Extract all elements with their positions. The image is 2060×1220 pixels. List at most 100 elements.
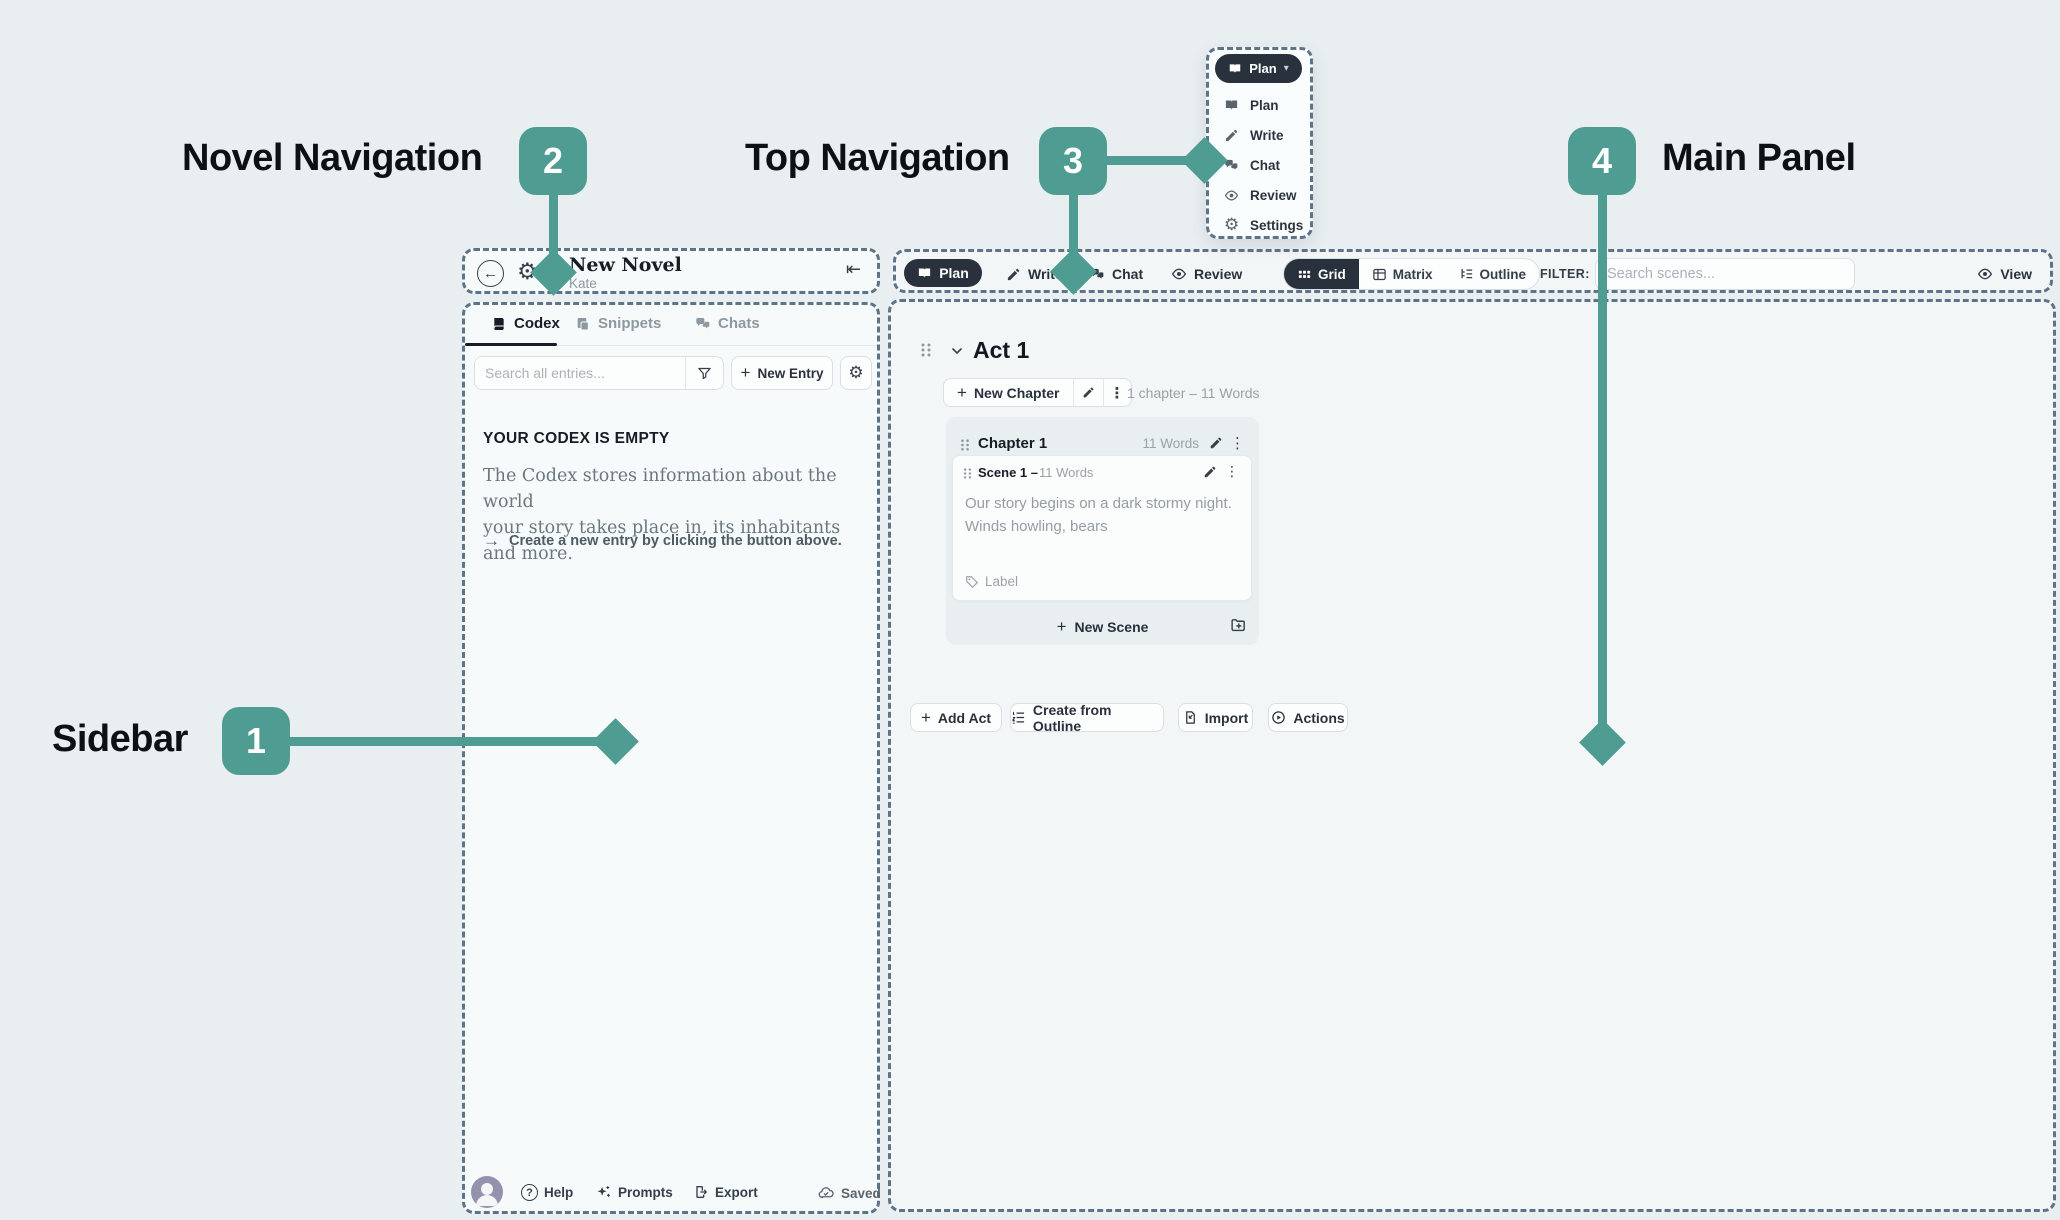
chapter-menu-button[interactable]: ⋮ — [1230, 434, 1245, 452]
import-button[interactable]: Import — [1178, 703, 1253, 732]
scene-menu-button[interactable]: ⋮ — [1225, 463, 1239, 480]
chats-icon — [696, 317, 711, 330]
plus-icon: + — [1056, 617, 1067, 636]
outline-icon — [1461, 268, 1472, 278]
act-menu-button[interactable]: ⋮ — [1102, 379, 1131, 406]
codex-empty-title: YOUR CODEX IS EMPTY — [483, 430, 670, 447]
gear-icon: ⚙ — [1224, 215, 1240, 234]
saved-status: Saved — [817, 1184, 881, 1202]
scene-search-input[interactable] — [1596, 266, 1854, 282]
eye-icon — [1224, 189, 1239, 201]
new-entry-button[interactable]: + New Entry — [731, 356, 833, 390]
grid-icon — [1298, 270, 1311, 278]
tab-snippets[interactable]: Snippets — [575, 315, 661, 332]
chapter-edit-button[interactable] — [1209, 436, 1223, 450]
scene-edit-button[interactable] — [1203, 465, 1217, 479]
collapse-sidebar-button[interactable]: ⇤ — [846, 259, 861, 280]
scene-label-button[interactable]: Label — [965, 574, 1018, 589]
dropdown-item-settings[interactable]: ⚙ Settings — [1224, 210, 1303, 240]
arrow-right-icon: → — [483, 531, 500, 550]
annotation-label-top-navigation: Top Navigation — [745, 137, 1010, 179]
export-label: Export — [715, 1184, 758, 1200]
novel-navigation-bar: ← ⚙ New Novel Kate ⇤ — [462, 248, 880, 294]
view-matrix-label: Matrix — [1392, 266, 1433, 282]
novel-settings-button[interactable]: ⚙ — [517, 258, 538, 285]
tab-codex-label: Codex — [514, 315, 560, 332]
view-outline-button[interactable]: Outline — [1446, 259, 1539, 289]
new-chapter-button-group: + New Chapter ⋮ — [943, 378, 1132, 407]
tab-chats[interactable]: Chats — [695, 315, 760, 332]
codex-empty-line1: The Codex stores information about the w… — [483, 466, 837, 512]
import-doc-icon — [1185, 711, 1195, 724]
caret-down-icon: ▾ — [1283, 63, 1289, 74]
back-button[interactable]: ← — [477, 260, 504, 287]
dropdown-item-chat-label: Chat — [1250, 157, 1280, 173]
tab-chats-label: Chats — [718, 315, 760, 332]
codex-settings-button[interactable]: ⚙ — [840, 356, 872, 390]
user-avatar[interactable] — [471, 1176, 503, 1208]
avatar-person-icon — [476, 1183, 498, 1206]
question-circle-icon: ? — [521, 1184, 538, 1201]
view-options-button[interactable]: View — [1977, 260, 2032, 288]
actions-button[interactable]: Actions — [1268, 703, 1348, 732]
export-button[interactable]: Export — [693, 1184, 758, 1200]
mode-dropdown-button[interactable]: Plan ▾ — [1215, 54, 1302, 83]
book-icon — [1230, 63, 1241, 73]
view-grid-button[interactable]: Grid — [1284, 259, 1359, 289]
act-drag-handle[interactable] — [919, 342, 933, 358]
sidebar: Codex Snippets Chats + New Entry ⚙ YOUR … — [462, 302, 881, 1214]
chapter-drag-handle[interactable] — [959, 438, 971, 452]
add-scene-to-folder-button[interactable] — [1230, 617, 1247, 634]
scene-drag-handle[interactable] — [962, 467, 973, 480]
annotation-badge-3: 3 — [1039, 127, 1107, 195]
annotation-badge-2: 2 — [519, 127, 587, 195]
prompts-button[interactable]: Prompts — [595, 1184, 673, 1201]
annotation-connector-3-down — [1069, 194, 1078, 272]
dropdown-item-plan[interactable]: Plan — [1224, 90, 1279, 120]
annotation-connector-1 — [290, 737, 602, 746]
chapter-card: Chapter 1 11 Words ⋮ Scene 1 – 11 Words … — [946, 417, 1259, 645]
act-edit-button[interactable] — [1072, 379, 1103, 406]
saved-label: Saved — [841, 1185, 881, 1201]
plus-icon: + — [920, 707, 931, 727]
help-button[interactable]: ? Help — [521, 1184, 573, 1201]
scene-summary-line1: Our story begins on a dark stormy night. — [965, 495, 1232, 512]
pencil-icon — [1083, 387, 1093, 398]
main-panel: Act 1 + New Chapter ⋮ 1 chapter – 11 Wor… — [888, 299, 2056, 1212]
tab-codex[interactable]: Codex — [491, 315, 560, 332]
create-from-outline-button[interactable]: Create from Outline — [1010, 702, 1164, 734]
chapter-word-count: 11 Words — [1142, 436, 1199, 451]
new-scene-button[interactable]: + New Scene — [946, 609, 1259, 645]
chat-icon — [1225, 159, 1239, 171]
kebab-icon: ⋮ — [1230, 435, 1245, 452]
sparkles-icon — [597, 1186, 610, 1197]
dropdown-item-write[interactable]: Write — [1224, 120, 1284, 150]
new-chapter-button[interactable]: + New Chapter — [944, 379, 1073, 406]
mode-review-button[interactable]: Review — [1171, 260, 1242, 288]
scene-search-field[interactable] — [1595, 258, 1855, 290]
add-act-label: Add Act — [937, 709, 992, 726]
act-collapse-toggle[interactable] — [949, 343, 965, 359]
mode-chat-button[interactable]: Chat — [1090, 260, 1143, 288]
view-matrix-button[interactable]: Matrix — [1359, 259, 1446, 289]
tabs-divider — [465, 345, 877, 346]
scene-card[interactable]: Scene 1 – 11 Words ⋮ Our story begins on… — [952, 455, 1252, 601]
chevron-down-icon — [952, 348, 962, 355]
annotation-connector-3-right — [1106, 156, 1198, 165]
mode-plan-button[interactable]: Plan — [904, 259, 982, 287]
filter-entries-button[interactable] — [685, 357, 723, 389]
scene-summary-line2: Winds howling, bears — [965, 518, 1108, 535]
kebab-icon: ⋮ — [1109, 384, 1125, 402]
help-label: Help — [544, 1185, 574, 1200]
codex-search-input[interactable] — [475, 365, 685, 381]
pencil-icon — [1204, 466, 1216, 478]
annotation-label-sidebar: Sidebar — [52, 718, 188, 760]
codex-search-field[interactable] — [474, 356, 724, 390]
dropdown-item-review[interactable]: Review — [1224, 180, 1297, 210]
dropdown-item-chat[interactable]: Chat — [1224, 150, 1280, 180]
add-act-button[interactable]: + Add Act — [910, 703, 1002, 732]
novel-title: New Novel — [569, 254, 682, 276]
collapse-icon: ⇤ — [845, 259, 861, 279]
eye-icon — [1171, 268, 1187, 280]
numbered-list-icon — [1011, 711, 1025, 724]
